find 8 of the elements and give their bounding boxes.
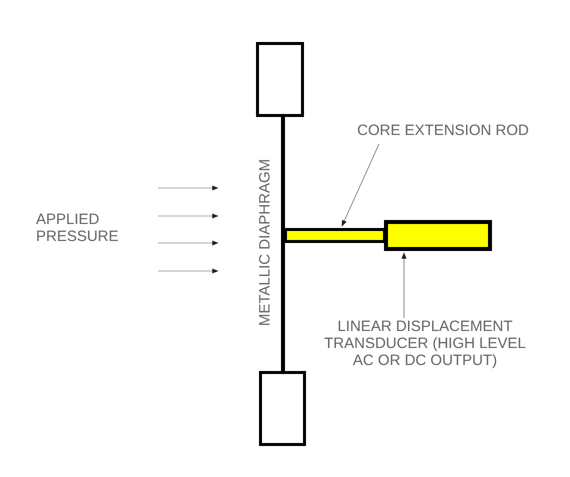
rod-bar [284,228,386,243]
leader-line [342,144,380,227]
pressure-label: APPLIED PRESSURE [36,211,120,245]
diaphragm-label: METALLIC DIAPHRAGM [256,158,274,328]
callout-text: CORE EXTENSION ROD [336,122,550,139]
leader-line [401,252,407,318]
callout-text: LINEAR DISPLACEMENT TRANSDUCER (HIGH LEVEL AC OR DC OUTPUT) [300,318,550,369]
transducer-box [384,220,492,251]
